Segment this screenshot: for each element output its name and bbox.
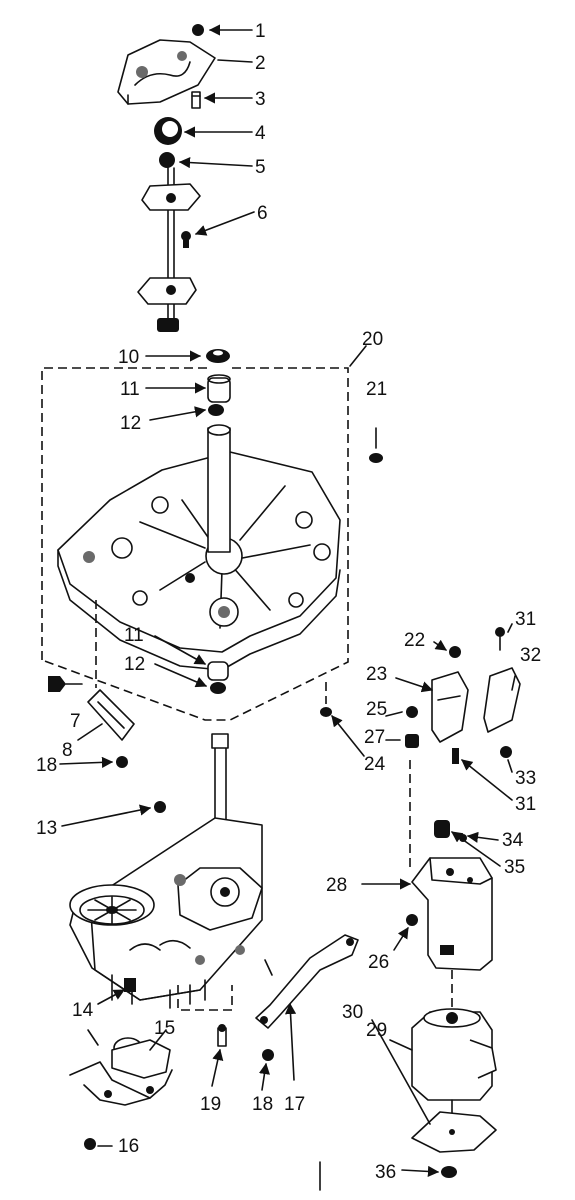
callout-11-lower: 11 — [124, 625, 144, 646]
part-35-terminal — [434, 820, 450, 838]
callout-23: 23 — [366, 664, 387, 685]
callout-8: 8 — [62, 740, 73, 761]
part-2-bracket — [117, 39, 216, 105]
callout-22: 22 — [404, 630, 425, 651]
base-plate — [57, 424, 341, 671]
callout-16: 16 — [118, 1136, 139, 1157]
part-3-screw — [191, 91, 201, 109]
callout-27: 27 — [364, 727, 385, 748]
callout-35: 35 — [504, 857, 525, 878]
part-25-washer — [406, 706, 418, 718]
callout-12: 12 — [120, 413, 141, 434]
part-4-bearing — [154, 117, 182, 145]
part-21-screw — [369, 427, 383, 463]
part-5-shaft-assembly — [137, 152, 201, 332]
callout-33: 33 — [515, 768, 536, 789]
callout-10: 10 — [118, 347, 139, 368]
part-31-screw-bottom — [452, 748, 459, 764]
part-15-pump — [69, 1029, 173, 1106]
part-30-plate — [411, 1111, 497, 1153]
part-11-bushing-upper — [207, 374, 231, 403]
callout-15: 15 — [154, 1018, 175, 1039]
part-32-bracket — [483, 667, 521, 733]
part-13-nut — [154, 801, 166, 813]
transmission-assembly — [69, 733, 273, 1009]
part-23-bracket — [431, 671, 469, 743]
callout-25: 25 — [366, 699, 387, 720]
callout-17: 17 — [284, 1094, 305, 1115]
part-22-nut — [449, 646, 461, 658]
callout-28: 28 — [326, 875, 347, 896]
callout-31-bottom: 31 — [515, 794, 536, 815]
callout-26: 26 — [368, 952, 389, 973]
part-6-screw — [181, 231, 191, 248]
callout-6: 6 — [257, 203, 268, 224]
part-26-washer — [406, 914, 418, 926]
part-1-nut — [192, 24, 204, 36]
callout-20: 20 — [362, 329, 383, 350]
callout-11: 11 — [120, 379, 140, 400]
part-36-clip — [319, 1161, 457, 1191]
part-11-bushing-lower — [207, 661, 229, 681]
callout-24: 24 — [364, 754, 386, 775]
callout-21: 21 — [366, 379, 387, 400]
part-27-grommet — [405, 734, 419, 748]
callout-13: 13 — [36, 818, 57, 839]
callout-7: 7 — [70, 711, 81, 732]
part-12-washer-upper — [208, 404, 224, 416]
part-12-washer-lower — [210, 682, 226, 694]
part-16-screw — [84, 1138, 96, 1150]
part-33-nut — [500, 746, 512, 758]
callout-18-bottom: 18 — [252, 1094, 273, 1115]
callout-5: 5 — [255, 157, 266, 178]
callout-30: 30 — [342, 1002, 363, 1023]
part-31-screw-top — [495, 627, 505, 651]
callout-34: 34 — [502, 830, 524, 851]
callout-leaders — [59, 24, 516, 1178]
part-8-link — [87, 600, 135, 741]
part-19-screw — [217, 1024, 227, 1047]
callout-19: 19 — [200, 1094, 221, 1115]
callout-4: 4 — [255, 123, 266, 144]
callout-36: 36 — [375, 1162, 396, 1183]
callout-14: 14 — [72, 1000, 94, 1021]
callout-3: 3 — [255, 89, 266, 110]
part-14-fitting — [124, 978, 136, 992]
callout-32: 32 — [520, 645, 541, 666]
assembly-15-bracket-line — [177, 985, 233, 1011]
callout-31-top: 31 — [515, 609, 536, 630]
part-24-screw — [320, 682, 332, 717]
part-17-bracket — [255, 934, 359, 1029]
part-10-cap — [206, 349, 230, 363]
part-28-switch-housing — [409, 760, 493, 971]
callout-1: 1 — [255, 21, 266, 42]
callout-labels: 1 2 3 4 5 6 10 20 11 21 12 22 31 11 32 2… — [36, 21, 541, 1183]
part-29-motor — [411, 970, 497, 1117]
part-18-nut-left — [116, 756, 128, 768]
part-7-bolt — [48, 676, 83, 692]
callout-29: 29 — [366, 1020, 387, 1041]
assembly-20-bracket-line — [41, 367, 349, 721]
callout-18-left: 18 — [36, 755, 57, 776]
callout-12-lower: 12 — [124, 654, 145, 675]
callout-2: 2 — [255, 53, 266, 74]
part-18-nut-bottom — [262, 1049, 274, 1061]
